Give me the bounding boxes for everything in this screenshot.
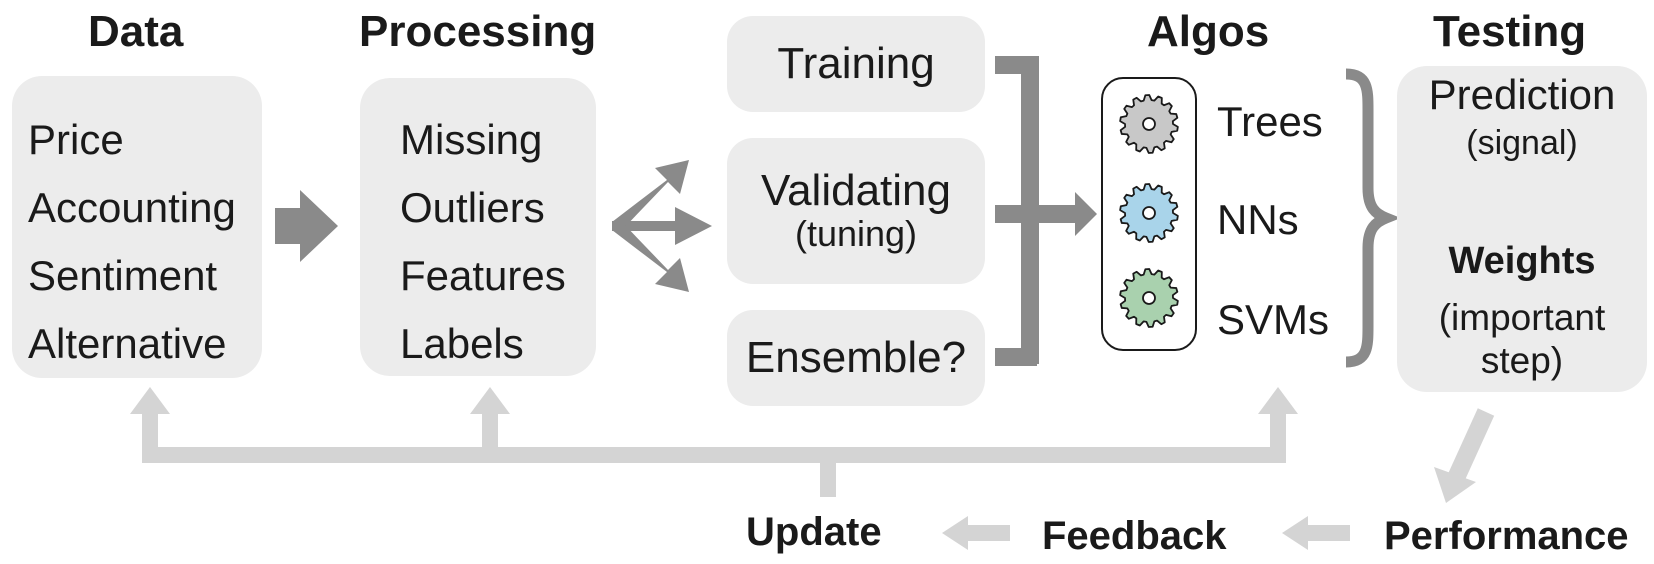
gear-icon-nns bbox=[1119, 183, 1179, 243]
feedback-label: Feedback bbox=[1042, 514, 1227, 558]
algo-label-trees: Trees bbox=[1217, 98, 1323, 145]
testing-panel bbox=[1397, 66, 1647, 392]
weights-sublabel-line1: (important bbox=[1438, 297, 1606, 338]
processing-item-labels: Labels bbox=[400, 320, 524, 367]
update-loop bbox=[130, 387, 1298, 497]
validating-box: Validating (tuning) bbox=[727, 138, 985, 284]
split-arrows bbox=[612, 160, 712, 292]
processing-item-missing: Missing bbox=[400, 116, 543, 163]
algo-label-nns: NNs bbox=[1217, 196, 1299, 243]
processing-panel bbox=[360, 78, 596, 376]
data-item-accounting: Accounting bbox=[28, 184, 236, 231]
algos-title: Algos bbox=[1147, 7, 1270, 56]
weights-label: Weights bbox=[1448, 240, 1596, 282]
data-panel bbox=[12, 76, 262, 378]
feedback-to-update-arrow bbox=[942, 516, 1010, 550]
data-item-sentiment: Sentiment bbox=[28, 252, 218, 299]
weights-sublabel-line2: step) bbox=[1480, 340, 1564, 381]
update-label: Update bbox=[746, 510, 882, 554]
data-to-processing-arrow bbox=[275, 190, 338, 262]
processing-title: Processing bbox=[359, 7, 597, 56]
algo-label-svms: SVMs bbox=[1217, 296, 1330, 343]
testing-title: Testing bbox=[1433, 7, 1587, 56]
data-item-price: Price bbox=[28, 116, 124, 163]
testing-to-performance-arrow bbox=[1434, 408, 1495, 503]
prediction-sublabel: (signal) bbox=[1466, 124, 1578, 162]
training-label: Training bbox=[777, 38, 935, 88]
performance-to-feedback-arrow bbox=[1282, 516, 1350, 550]
ensemble-box: Ensemble? bbox=[727, 310, 985, 406]
algos-curly-brace bbox=[1345, 68, 1401, 368]
ensemble-label: Ensemble? bbox=[745, 332, 967, 382]
training-box: Training bbox=[727, 16, 985, 112]
prediction-label: Prediction bbox=[1428, 71, 1616, 118]
data-title: Data bbox=[88, 7, 184, 56]
processing-item-features: Features bbox=[400, 252, 566, 299]
merge-bracket bbox=[995, 56, 1097, 366]
processing-item-outliers: Outliers bbox=[400, 184, 545, 231]
data-item-alternative: Alternative bbox=[28, 320, 227, 367]
validating-sublabel: (tuning) bbox=[794, 213, 918, 255]
gear-icon-trees bbox=[1119, 94, 1179, 154]
performance-label: Performance bbox=[1384, 514, 1629, 558]
gear-icon-svms bbox=[1119, 268, 1179, 328]
validating-label: Validating bbox=[761, 166, 951, 216]
